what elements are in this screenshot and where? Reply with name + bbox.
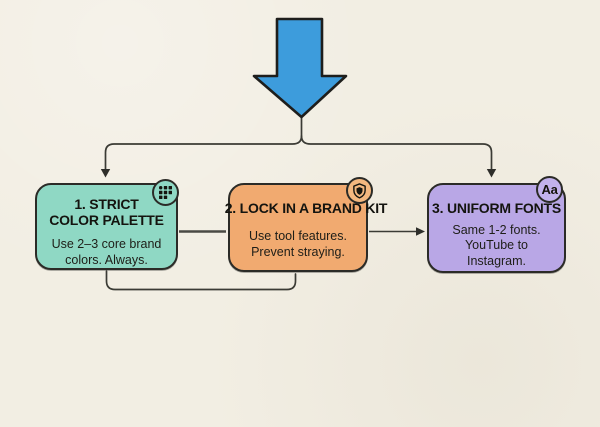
step3-body: Same 1-2 fonts. YouTube to Instagram. [452, 222, 541, 269]
step2-body: Use tool features. Prevent straying. [249, 228, 347, 259]
shield-icon-badge [346, 177, 373, 204]
grid-icon [159, 186, 172, 199]
step-box-uniform-fonts: Aa 3. UNIFORM FONTS Same 1-2 fonts. YouT… [427, 176, 566, 273]
arrowhead-down-box1 [100, 169, 111, 178]
shield-icon [353, 182, 366, 199]
grid-icon-badge [152, 179, 179, 206]
arrowhead-down-box3 [486, 169, 497, 178]
connector-arrow-to-box3 [300, 135, 493, 171]
font-icon: Aa [541, 182, 558, 197]
connector-arrow-to-box1 [104, 117, 303, 171]
step-box-lock-in-a-brand-kit: 2. LOCK IN A BRAND KIT Use tool features… [225, 177, 387, 272]
step1-body: Use 2–3 core brand colors. Always. [51, 237, 162, 268]
arrowhead-right-box3 [416, 227, 425, 236]
step-box-strict-color-palette: 1. STRICT COLOR PALETTE Use 2–3 core bra… [35, 179, 179, 270]
font-icon-badge: Aa [536, 176, 563, 203]
step2-title: 2. LOCK IN A BRAND KIT [224, 200, 388, 216]
big-down-arrow [252, 17, 348, 119]
step3-title: 3. UNIFORM FONTS [431, 200, 562, 216]
connector-bottom-loop [105, 270, 297, 291]
step1-title: 1. STRICT COLOR PALETTE [49, 196, 164, 228]
